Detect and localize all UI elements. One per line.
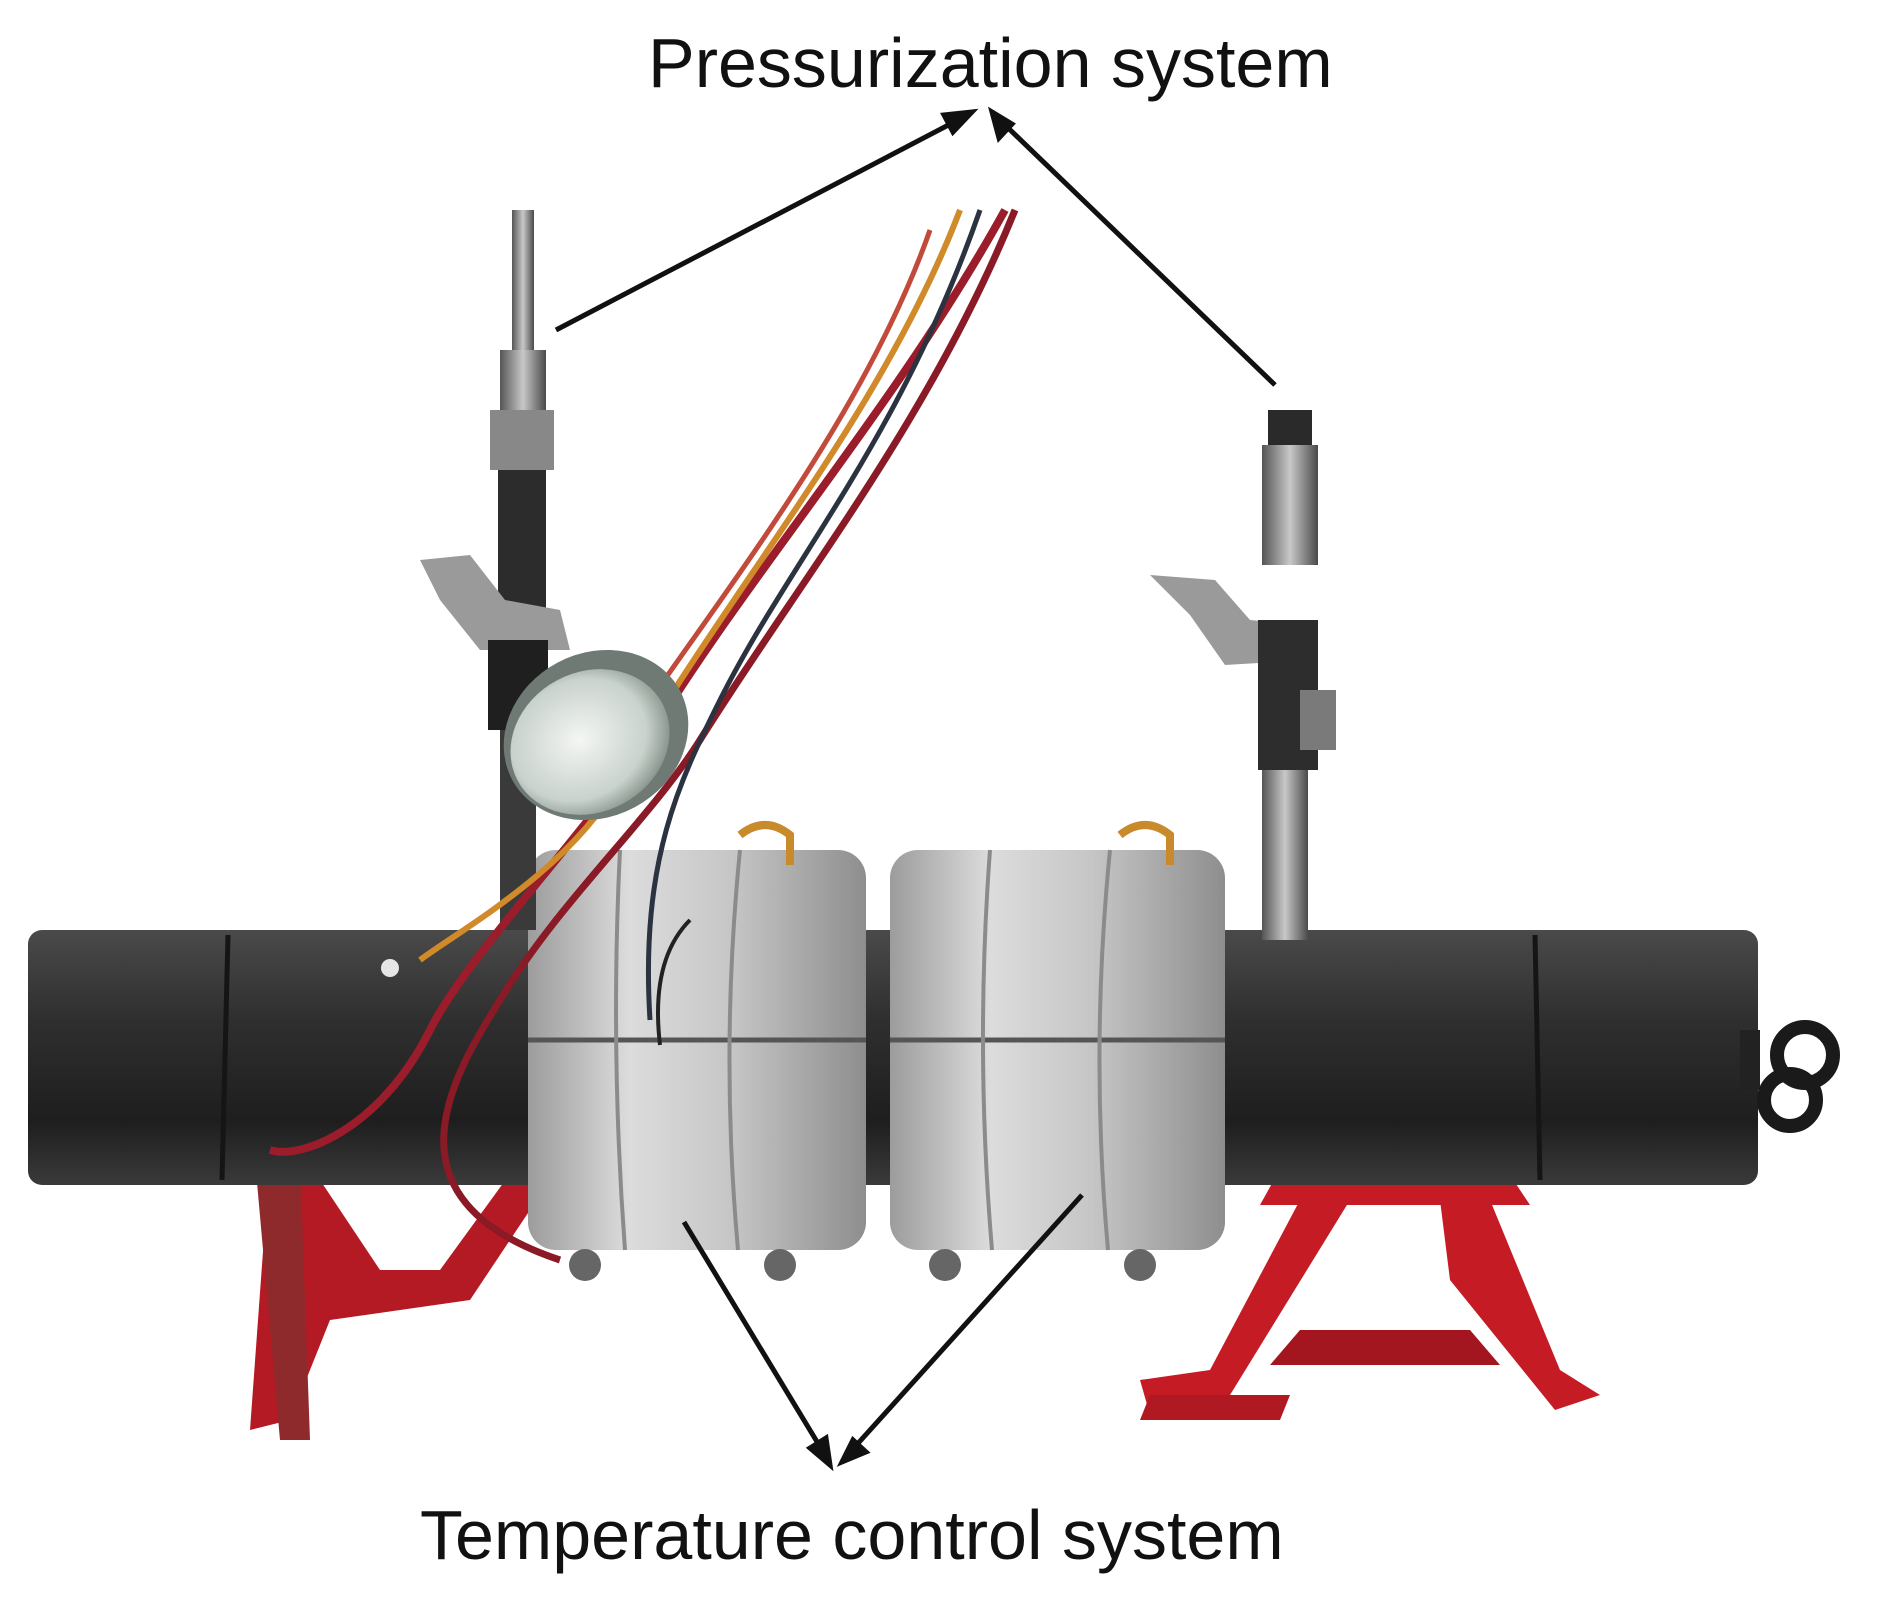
pressure-gauge-icon	[503, 649, 689, 821]
left-pressure-fitting	[420, 210, 570, 930]
annotation-arrows	[554, 106, 1277, 1472]
right-pressure-fitting	[1150, 410, 1336, 940]
temperature-control-system-label: Temperature control system	[420, 1496, 1284, 1574]
left-stand	[250, 1150, 560, 1440]
pressurization-system-label: Pressurization system	[648, 24, 1333, 102]
heater-band-right	[890, 821, 1225, 1281]
heater-band-left	[528, 821, 866, 1281]
